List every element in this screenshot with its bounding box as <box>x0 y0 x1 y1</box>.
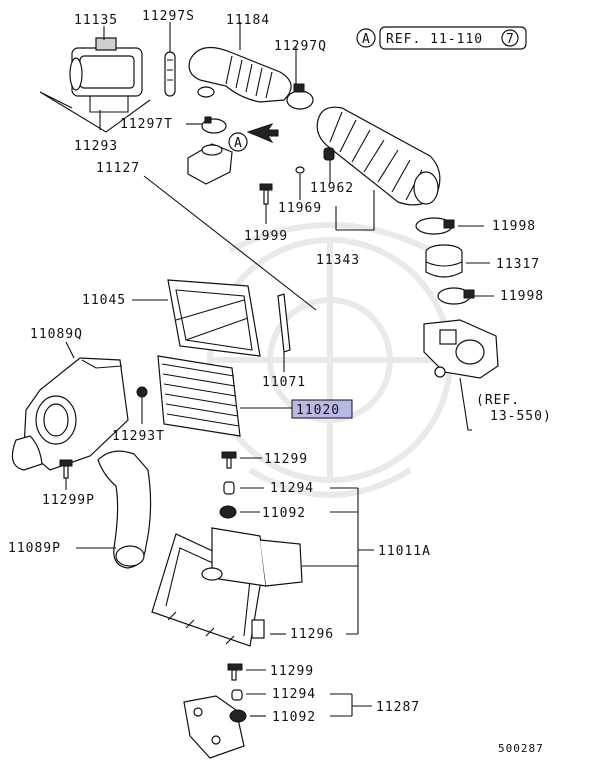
ref-marker-a-side: A <box>228 132 248 152</box>
air-flow-sensor-11135 <box>69 37 143 113</box>
bushing-11092-lower <box>229 709 247 723</box>
intake-duct-11089p <box>97 450 152 569</box>
label-11969: 11969 <box>278 201 322 216</box>
bolt-11999 <box>259 183 273 205</box>
label-11011a: 11011A <box>378 544 431 559</box>
label-11299p: 11299P <box>42 493 95 508</box>
clamp-11998-lower <box>437 287 475 305</box>
label-11293t: 11293T <box>112 429 165 444</box>
label-11293: 11293 <box>74 139 118 154</box>
air-cleaner-cover-11045 <box>167 279 261 357</box>
label-11998-lower: 11998 <box>500 289 544 304</box>
arrow-a <box>246 123 279 144</box>
bracket-11287 <box>183 695 245 759</box>
label-11092-upper: 11092 <box>262 506 306 521</box>
throttle-body <box>423 319 499 379</box>
grommet-11969 <box>295 166 305 174</box>
label-11045: 11045 <box>82 293 126 308</box>
label-11020: 11020 <box>296 403 340 418</box>
clamp-11998-upper <box>415 217 455 235</box>
label-11089p: 11089P <box>8 541 61 556</box>
svg-text:A: A <box>234 136 243 151</box>
label-11999: 11999 <box>244 229 288 244</box>
gasket-11071 <box>277 293 291 353</box>
label-11296: 11296 <box>290 627 334 642</box>
grommet-11293t <box>136 386 148 398</box>
resonator-11089q <box>11 357 129 471</box>
ref-13-550-line1: (REF. <box>476 393 520 408</box>
collar-11294-lower <box>231 689 243 701</box>
label-11294-lower: 11294 <box>272 687 316 702</box>
label-11317: 11317 <box>496 257 540 272</box>
bushing-11092-upper <box>219 505 237 519</box>
air-cleaner-case-11011a <box>151 527 303 647</box>
clamp-11297t <box>201 116 227 134</box>
label-11287: 11287 <box>376 700 420 715</box>
ref-11-110-text: REF. 11-110 <box>386 32 483 47</box>
label-11299-lower: 11299 <box>270 664 314 679</box>
label-11127: 11127 <box>96 161 140 176</box>
bolt-11299p <box>59 459 73 479</box>
bolt-11299-lower <box>227 663 243 681</box>
adapter-11127 <box>187 143 233 185</box>
label-11071: 11071 <box>262 375 306 390</box>
ref-marker-a-top: A <box>362 32 371 47</box>
diagram-code: 500287 <box>498 742 544 755</box>
label-11297t: 11297T <box>120 117 173 132</box>
label-11089q: 11089Q <box>30 327 83 342</box>
clamp-11297q <box>286 83 314 110</box>
label-11962: 11962 <box>310 181 354 196</box>
highlight-box-11020 <box>291 399 353 419</box>
label-11092-lower: 11092 <box>272 710 316 725</box>
ref-11-110-box: A REF. 11-110 7 <box>356 26 527 50</box>
ref-11-110-circle-number: 7 <box>506 32 515 47</box>
air-duct-11343 <box>316 106 441 206</box>
grommet-11962 <box>323 147 335 161</box>
intake-hose-11184 <box>188 46 292 103</box>
label-11297s: 11297S <box>142 9 195 24</box>
bolt-11299-upper <box>221 451 237 469</box>
label-11299-upper: 11299 <box>264 452 308 467</box>
collar-11294-upper <box>223 481 235 495</box>
ref-13-550-line2: 13-550) <box>490 409 552 424</box>
label-11297q: 11297Q <box>274 39 327 54</box>
label-11343: 11343 <box>316 253 360 268</box>
label-11135: 11135 <box>74 13 118 28</box>
label-11294-upper: 11294 <box>270 481 314 496</box>
clamp-11297s <box>164 51 176 97</box>
label-11998-upper: 11998 <box>492 219 536 234</box>
label-11184: 11184 <box>226 13 270 28</box>
air-filter-element-11020 <box>157 355 241 437</box>
hose-11317 <box>425 244 463 278</box>
